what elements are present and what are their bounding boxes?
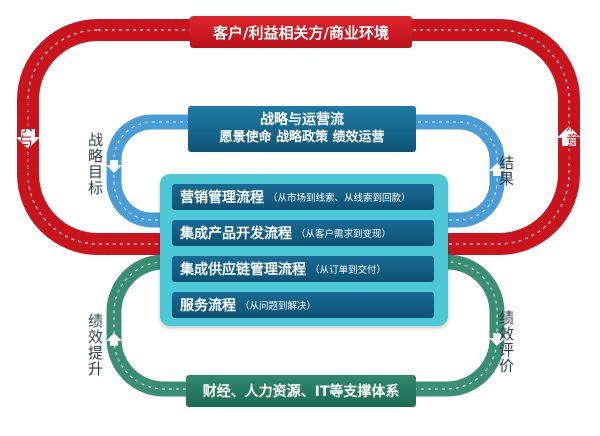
- process-row: 服务流程 （从问题到解决）: [172, 292, 434, 318]
- process-subtitle: （从订单到交付）: [310, 265, 387, 276]
- demand-label: 需求与渴望: [16, 102, 34, 182]
- arrow-down-icon: [489, 333, 505, 346]
- process-row: 营销管理流程 （从市场到线索、从线索到回款）: [172, 184, 434, 210]
- arrow-up-icon: [489, 163, 505, 176]
- process-subtitle: （从客户需求到变现）: [296, 229, 392, 240]
- process-row: 集成供应链管理流程 （从订单到交付）: [172, 256, 434, 282]
- process-subtitle: （从市场到线索、从线索到回款）: [268, 193, 411, 204]
- result-label: 结果: [497, 155, 515, 187]
- performance-improve-label: 绩效提升: [86, 313, 104, 377]
- strategy-box: 战略与运营流 愿景使命 战略政策 绩效运营: [188, 106, 416, 152]
- process-row: 集成产品开发流程 （从客户需求到变现）: [172, 220, 434, 246]
- support-box: 财经、人力资源、IT等支撑体系: [186, 375, 416, 407]
- performance-eval-label: 绩效评价: [497, 310, 515, 374]
- support-label: 财经、人力资源、IT等支撑体系: [202, 384, 400, 400]
- process-title: 服务流程: [180, 298, 236, 314]
- arrow-down-icon: [106, 160, 122, 173]
- strategic-goal-label: 战略目标: [86, 132, 104, 196]
- arrow-down-icon: [16, 129, 40, 149]
- stakeholder-box: 客户/利益相关方/商业环境: [190, 16, 412, 48]
- process-title: 集成产品开发流程: [180, 226, 292, 242]
- process-subtitle: （从问题到解决）: [240, 301, 317, 312]
- arrow-up-icon: [106, 333, 122, 346]
- strategy-title: 战略与运营流: [260, 112, 344, 128]
- strategy-subtitle: 愿景使命 战略政策 绩效运营: [219, 130, 385, 145]
- stakeholder-label: 客户/利益相关方/商业环境: [213, 23, 389, 42]
- process-title: 营销管理流程: [180, 190, 264, 206]
- arrow-up-icon: [557, 126, 581, 146]
- process-title: 集成供应链管理流程: [180, 262, 306, 278]
- satisfaction-label: 满意度: [564, 117, 582, 165]
